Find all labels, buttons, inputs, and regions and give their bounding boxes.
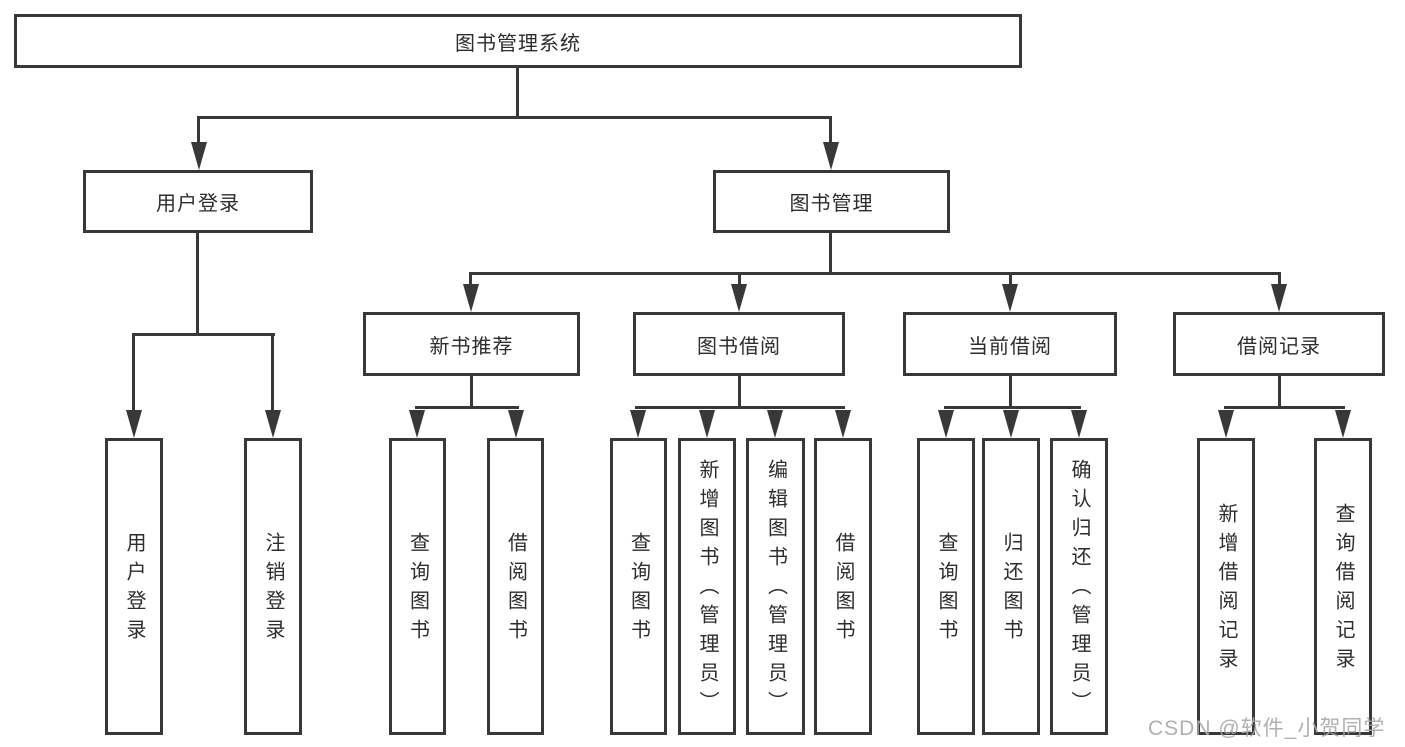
arrow-down-icon	[938, 410, 954, 438]
connector-line	[635, 406, 845, 409]
connector-line	[470, 376, 473, 408]
node-book-management: 图书管理	[713, 170, 950, 233]
connector-line	[1278, 376, 1281, 408]
arrow-down-icon	[835, 410, 851, 438]
leaf-add-book-admin: 新增图书（管理员）	[678, 438, 736, 735]
connector-line	[415, 406, 519, 409]
connector-line	[516, 68, 519, 119]
leaf-confirm-return-admin: 确认归还（管理员）	[1050, 438, 1108, 735]
connector-line	[1009, 272, 1012, 289]
leaf-add-borrow-record: 新增借阅记录	[1197, 438, 1255, 735]
arrow-down-icon	[463, 284, 479, 312]
connector-line	[1278, 272, 1281, 289]
connector-line	[469, 272, 1281, 275]
arrow-down-icon	[1271, 284, 1287, 312]
leaf-current-query-book: 查询图书	[917, 438, 975, 735]
leaf-logout: 注销登录	[244, 438, 302, 735]
arrow-down-icon	[1071, 410, 1087, 438]
connector-line	[1009, 376, 1012, 408]
csdn-watermark: CSDN @软件_小贺同学	[1148, 717, 1386, 740]
arrow-down-icon	[126, 410, 142, 438]
arrow-down-icon	[767, 410, 783, 438]
leaf-edit-book-admin: 编辑图书（管理员）	[746, 438, 805, 735]
node-book-borrow: 图书借阅	[633, 312, 845, 376]
connector-line	[197, 116, 832, 119]
connector-line	[1224, 406, 1345, 409]
leaf-recommend-query-book: 查询图书	[389, 438, 446, 735]
node-current-borrow: 当前借阅	[903, 312, 1117, 376]
connector-line	[271, 333, 274, 413]
connector-line	[738, 376, 741, 408]
leaf-recommend-borrow-book: 借阅图书	[487, 438, 544, 735]
connector-line	[829, 233, 832, 275]
connector-line	[132, 333, 135, 413]
arrow-down-icon	[1335, 410, 1351, 438]
connector-line	[132, 333, 275, 336]
connector-line	[738, 272, 741, 289]
arrow-down-icon	[409, 410, 425, 438]
leaf-user-login: 用户登录	[105, 438, 163, 735]
arrow-down-icon	[1003, 410, 1019, 438]
leaf-return-book: 归还图书	[982, 438, 1040, 735]
arrow-down-icon	[508, 410, 524, 438]
arrow-down-icon	[191, 142, 207, 170]
connector-line	[197, 116, 200, 146]
arrow-down-icon	[630, 410, 646, 438]
node-new-book-recommend: 新书推荐	[363, 312, 580, 376]
arrow-down-icon	[823, 142, 839, 170]
connector-line	[829, 116, 832, 146]
arrow-down-icon	[1218, 410, 1234, 438]
arrow-down-icon	[1002, 284, 1018, 312]
leaf-borrow-book: 借阅图书	[814, 438, 872, 735]
node-borrow-records: 借阅记录	[1173, 312, 1385, 376]
leaf-query-borrow-record: 查询借阅记录	[1314, 438, 1372, 735]
connector-line	[944, 406, 1081, 409]
arrow-down-icon	[699, 410, 715, 438]
arrow-down-icon	[265, 410, 281, 438]
connector-line	[196, 233, 199, 336]
arrow-down-icon	[731, 284, 747, 312]
node-user-login: 用户登录	[83, 170, 313, 233]
leaf-borrow-query-book: 查询图书	[610, 438, 667, 735]
connector-line	[469, 272, 472, 289]
node-root: 图书管理系统	[14, 14, 1022, 68]
